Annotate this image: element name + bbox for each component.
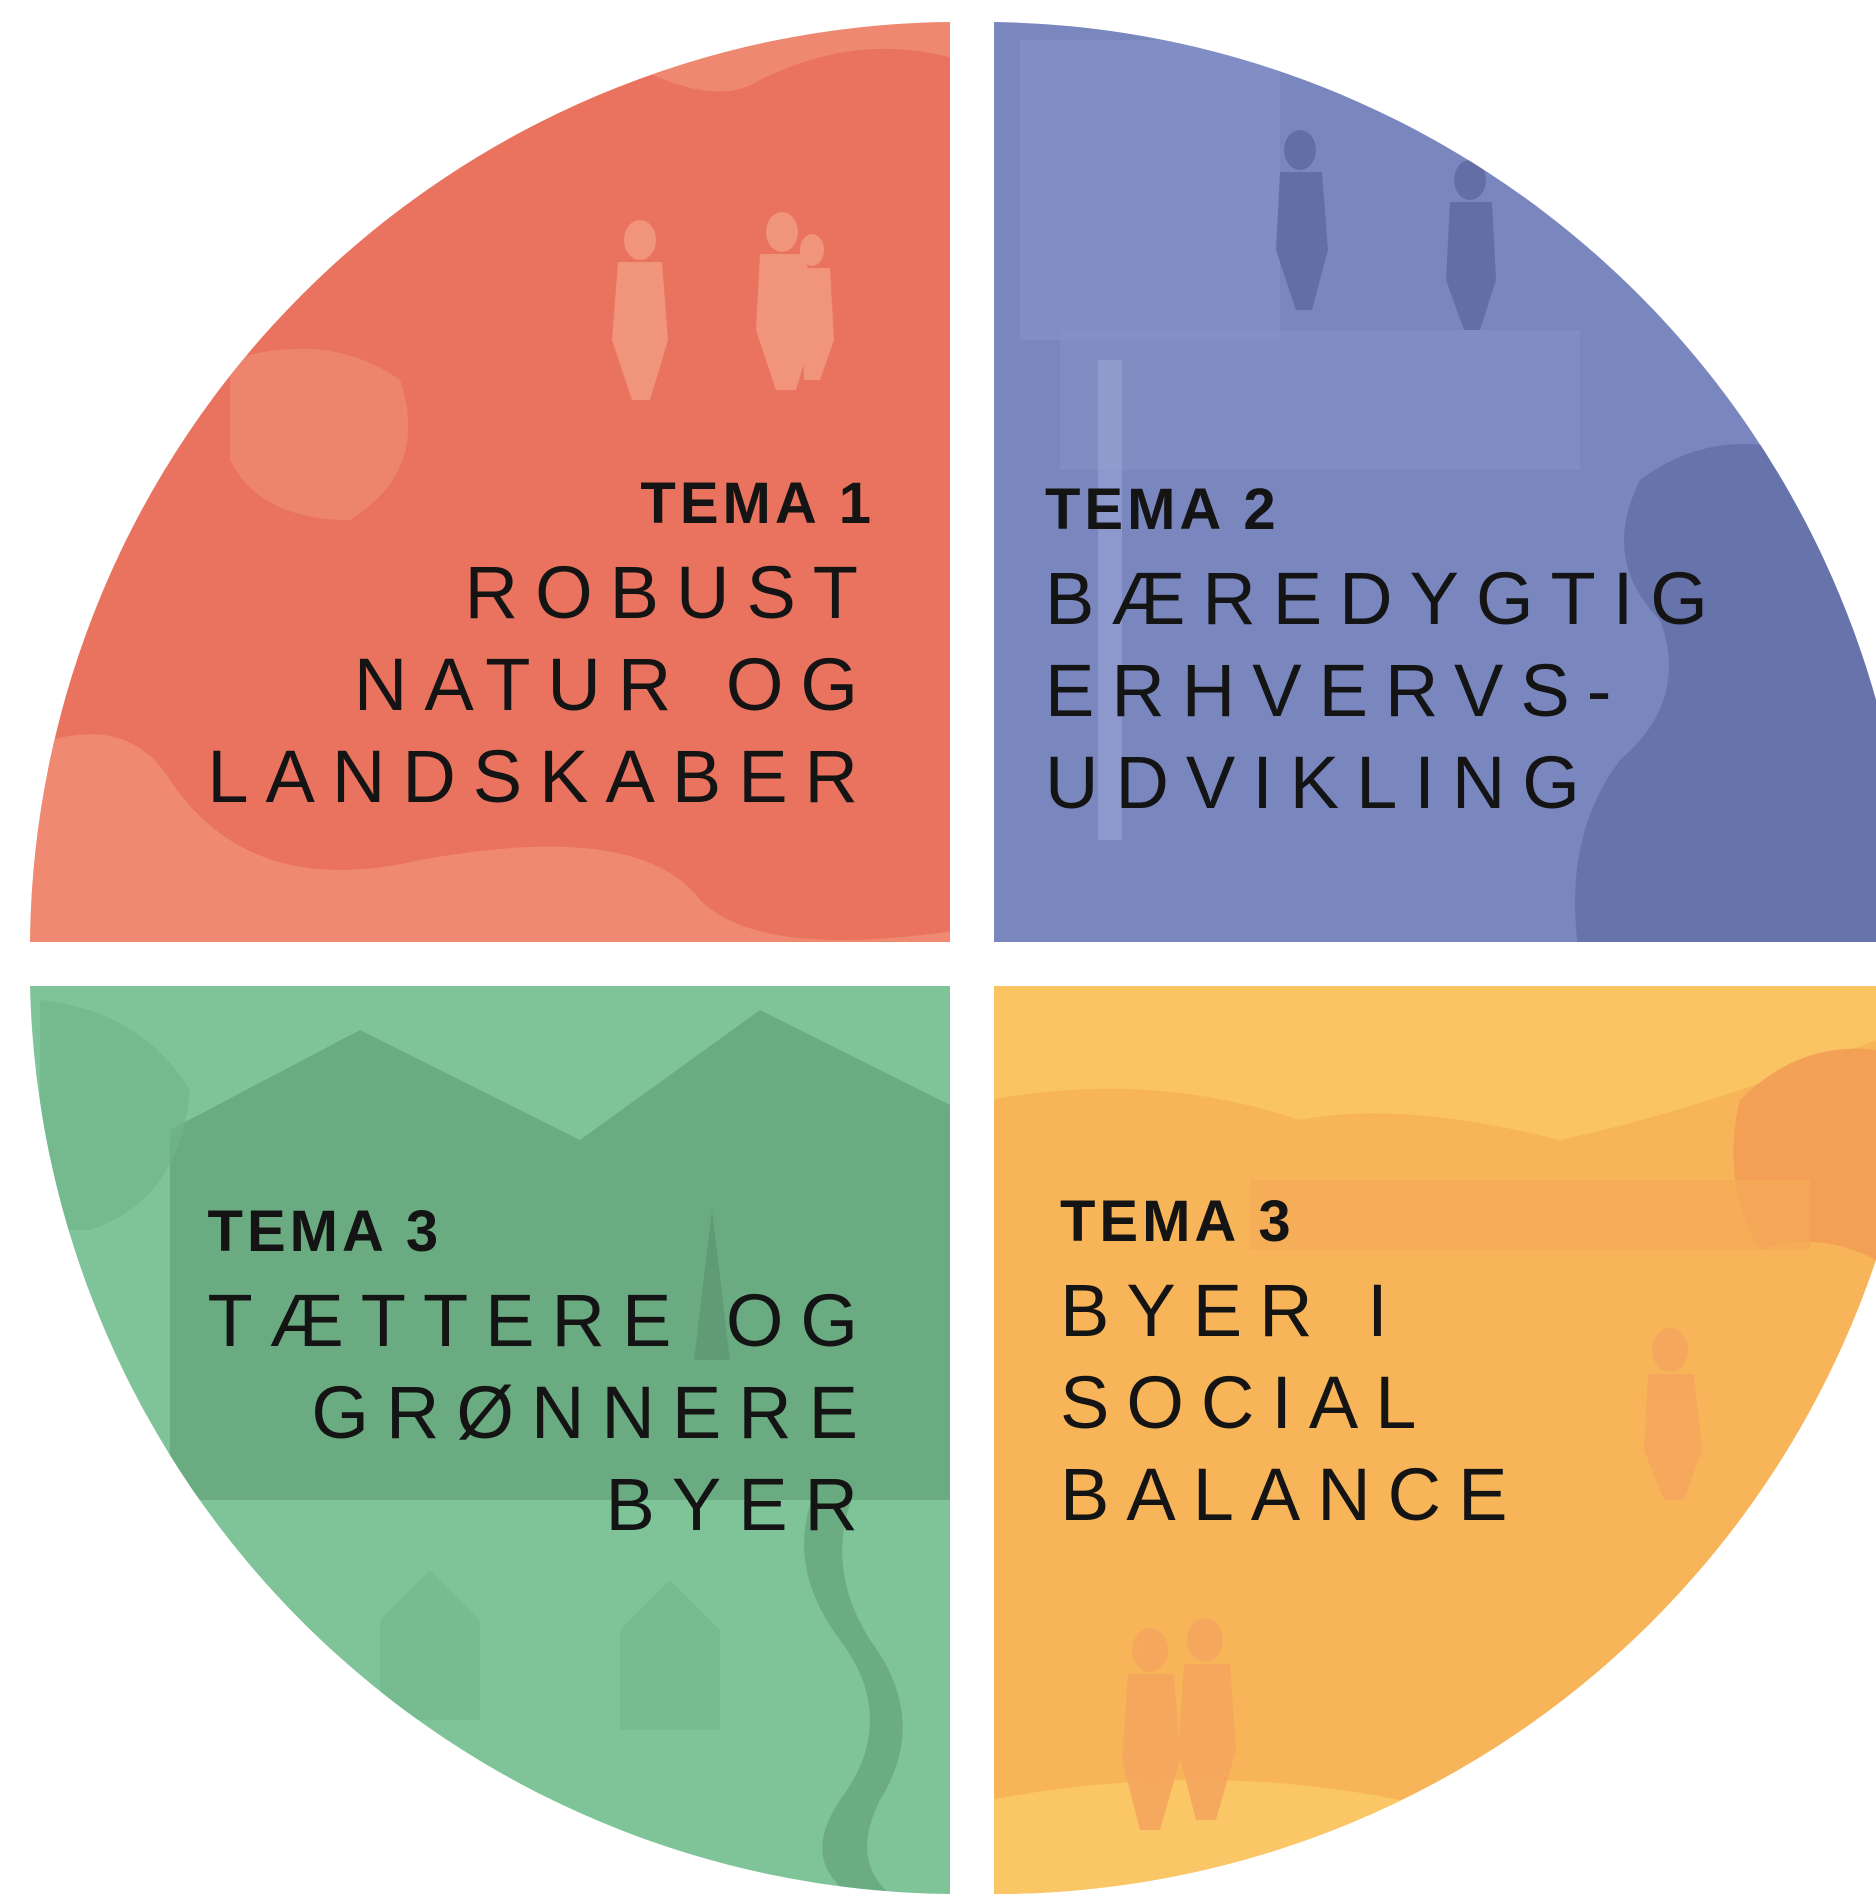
- tema-1-title: ROBUST NATUR OG LANDSKABER: [207, 547, 875, 823]
- tema-2-title-line-3: UDVIKLING: [1045, 741, 1597, 824]
- q3-tree-texture: [40, 1000, 190, 1230]
- tema-2-word: TEMA: [1045, 477, 1226, 542]
- tema-3-green-word: TEMA: [207, 1199, 388, 1264]
- q2-dark-blob: [1575, 444, 1876, 942]
- tema-2-number: 2: [1243, 477, 1280, 542]
- quadrant-tema-1: [30, 22, 950, 942]
- tema-3-yellow-title: BYER I SOCIAL BALANCE: [1060, 1265, 1524, 1541]
- q1-texture-blob: [230, 348, 409, 520]
- tema-2-title: BÆREDYGTIG ERHVERVS- UDVIKLING: [1045, 553, 1725, 829]
- tema-2-title-line-2: ERHVERVS-: [1045, 649, 1629, 732]
- tema-3-yellow-title-line-2: SOCIAL: [1060, 1361, 1434, 1444]
- tema-3-green-title-line-3: BYER: [605, 1463, 875, 1546]
- tema-3-green-title-line-1: TÆTTERE OG: [207, 1279, 875, 1362]
- tema-3-yellow-title-line-1: BYER I: [1060, 1269, 1405, 1352]
- tema-3-green-title: TÆTTERE OG GRØNNERE BYER: [208, 1275, 875, 1551]
- tema-3-green-title-line-2: GRØNNERE: [311, 1371, 875, 1454]
- q3-church-spire: [694, 1210, 730, 1360]
- q3-houses: [380, 1570, 720, 1730]
- tema-3-yellow-word: TEMA: [1060, 1189, 1241, 1254]
- q2-deck: [1060, 330, 1580, 470]
- tema-3-green-number: 3: [405, 1199, 443, 1264]
- tema-1-title-line-2: NATUR OG: [353, 643, 875, 726]
- tema-1-title-line-1: ROBUST: [464, 551, 875, 634]
- q2-people-silhouette: [1276, 130, 1496, 330]
- q1-hill-shape: [30, 734, 950, 942]
- tema-3-yellow-title-line-3: BALANCE: [1060, 1453, 1525, 1536]
- tema-1-title-line-3: LANDSKABER: [207, 735, 875, 818]
- quadrant-tema-2: [994, 22, 1876, 942]
- tema-1-number: 1: [838, 471, 875, 536]
- tema-2-title-line-1: BÆREDYGTIG: [1045, 557, 1725, 640]
- tema-3-yellow-number: 3: [1258, 1189, 1295, 1254]
- q3-rooftop-shape: [170, 1010, 950, 1500]
- q4-top-band: [994, 986, 1876, 1140]
- tema-1-word: TEMA: [640, 471, 821, 536]
- q1-people-silhouette: [612, 212, 834, 400]
- q2-pillar: [1098, 360, 1122, 840]
- q2-building-panel: [1020, 40, 1280, 340]
- q3-wave-stroke: [804, 1480, 903, 1894]
- q4-bridge: [1250, 1180, 1810, 1250]
- q4-people-silhouette: [1122, 1328, 1702, 1830]
